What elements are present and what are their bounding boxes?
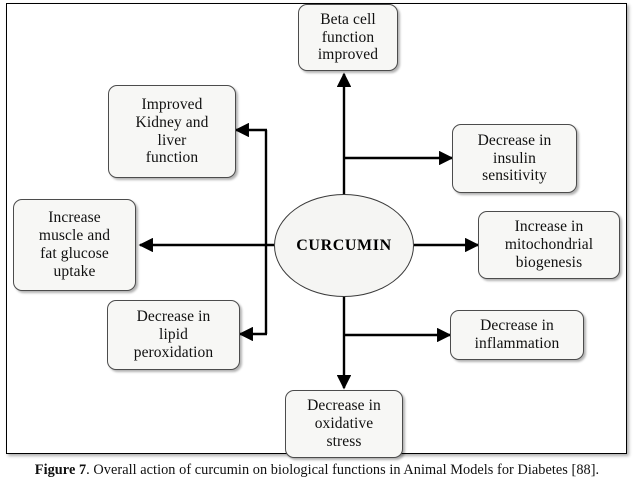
node-improved-kidney-and-liver-function[interactable]: Improved Kidney and liver function xyxy=(108,85,236,178)
node-increase-muscle-and-fat-glucose-uptake[interactable]: Increase muscle and fat glucose uptake xyxy=(13,199,136,291)
node-decrease-in-insulin-sensitivity[interactable]: Decrease in insulin sensitivity xyxy=(452,124,577,193)
node-decrease-in-lipid-peroxidation[interactable]: Decrease in lipid peroxidation xyxy=(107,300,240,370)
node-curcumin-center[interactable]: CURCUMIN xyxy=(274,194,414,297)
center-node-label: CURCUMIN xyxy=(296,236,392,254)
node-decrease-in-oxidative-stress[interactable]: Decrease in oxidative stress xyxy=(285,390,403,458)
figure-caption: Figure 7. Overall action of curcumin on … xyxy=(0,462,634,479)
figure-caption-text: . Overall action of curcumin on biologic… xyxy=(86,462,600,478)
node-increase-in-mitochondrial-biogenesis[interactable]: Increase in mitochondrial biogenesis xyxy=(478,211,620,279)
figure-caption-label: Figure 7 xyxy=(34,462,87,478)
node-decrease-in-inflammation[interactable]: Decrease in inflammation xyxy=(450,310,584,360)
node-beta-cell-function-improved[interactable]: Beta cell function improved xyxy=(298,4,398,71)
